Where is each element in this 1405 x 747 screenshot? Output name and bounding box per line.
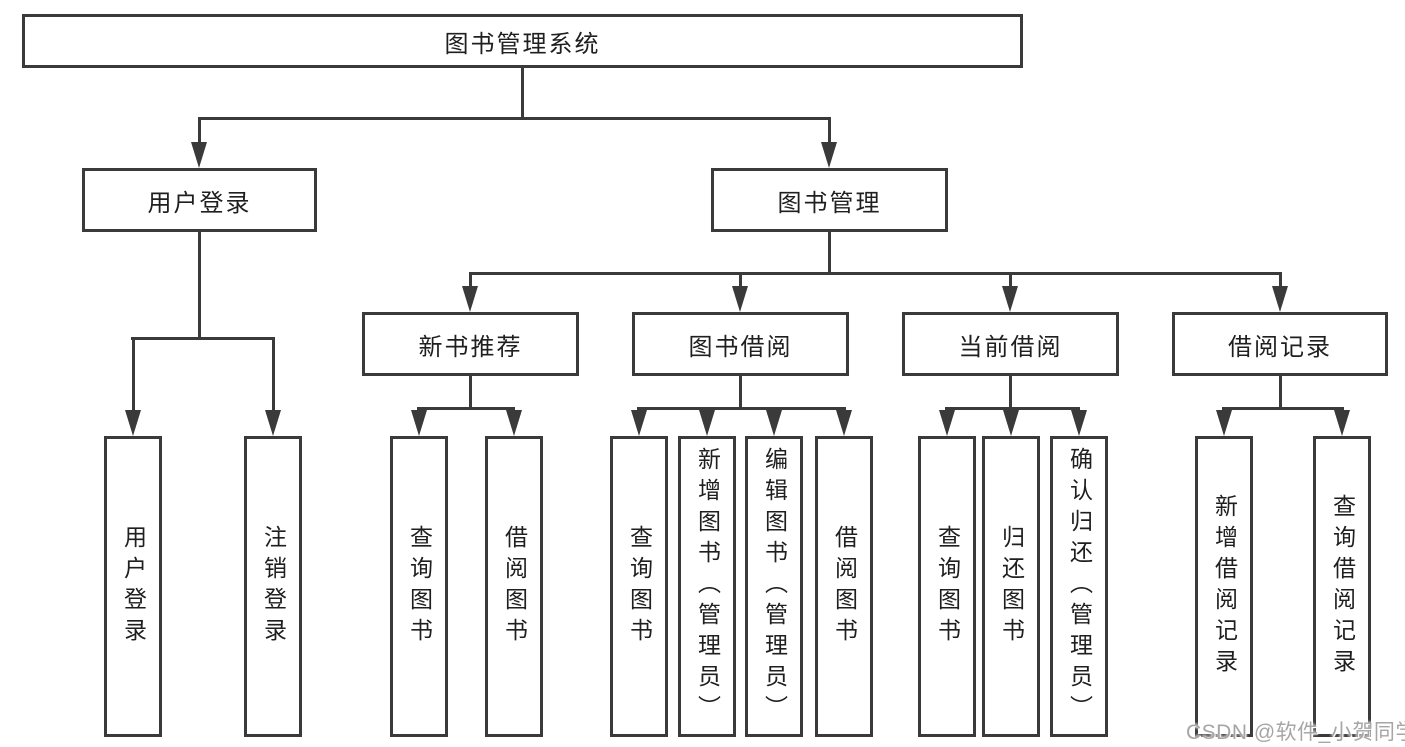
down-arrow-icon: [631, 410, 647, 436]
connector-root-drop: [521, 68, 524, 117]
leaf-query-borrow-record: 查询借阅记录: [1313, 436, 1371, 737]
leaf-add-book-admin: 新增图书（管理员）: [678, 436, 736, 737]
down-arrow-icon: [191, 142, 207, 168]
down-arrow-icon: [265, 410, 281, 436]
connector-user-login-drop: [198, 232, 201, 337]
down-arrow-icon: [821, 142, 837, 168]
connector-to-leaf-user-login: [132, 337, 135, 414]
node-current-borrowing: 当前借阅: [902, 312, 1119, 376]
connector-to-current-borrowing: [1009, 272, 1012, 288]
leaf-query-books-current: 查询图书: [918, 436, 976, 737]
connector-to-book-management: [828, 117, 831, 144]
down-arrow-icon: [732, 286, 748, 312]
connector-to-leaf-logout: [272, 337, 275, 414]
down-arrow-icon: [462, 286, 478, 312]
down-arrow-icon: [411, 410, 427, 436]
leaf-edit-book-admin: 编辑图书（管理员）: [745, 436, 803, 737]
down-arrow-icon: [939, 410, 955, 436]
leaf-borrow-books-borrowing: 借阅图书: [815, 436, 873, 737]
down-arrow-icon: [1334, 410, 1350, 436]
down-arrow-icon: [125, 410, 141, 436]
down-arrow-icon: [1002, 286, 1018, 312]
down-arrow-icon: [1003, 410, 1019, 436]
leaf-logout: 注销登录: [244, 436, 302, 737]
down-arrow-icon: [506, 410, 522, 436]
connector-current-borrowing-split: [945, 407, 1080, 410]
connector-borrowing-records-drop: [1279, 375, 1282, 407]
node-root: 图书管理系统: [22, 14, 1023, 68]
csdn-watermark: CSDN @软件_小贺同学: [1186, 721, 1405, 744]
node-user-login: 用户登录: [82, 168, 317, 232]
leaf-borrow-books-recommend: 借阅图书: [485, 436, 543, 737]
connector-borrowing-records-split: [1222, 407, 1344, 410]
down-arrow-icon: [1216, 410, 1232, 436]
down-arrow-icon: [1071, 410, 1087, 436]
connector-book-management-drop: [828, 232, 831, 272]
connector-user-login-split: [131, 337, 275, 340]
leaf-query-books-recommend: 查询图书: [390, 436, 448, 737]
connector-to-new-book: [469, 272, 472, 288]
leaf-query-books-borrowing: 查询图书: [610, 436, 668, 737]
leaf-user-login: 用户登录: [104, 436, 162, 737]
down-arrow-icon: [766, 410, 782, 436]
down-arrow-icon: [699, 410, 715, 436]
connector-to-book-borrowing: [739, 272, 742, 288]
connector-level3-split: [469, 272, 1282, 275]
connector-current-borrowing-drop: [1009, 376, 1012, 407]
connector-new-book-split: [417, 407, 515, 410]
connector-book-borrowing-split: [637, 407, 846, 410]
node-borrowing-records: 借阅记录: [1172, 312, 1388, 376]
node-book-management: 图书管理: [711, 168, 948, 232]
leaf-return-book: 归还图书: [982, 436, 1040, 737]
connector-to-borrowing-records: [1279, 272, 1282, 288]
connector-new-book-drop: [469, 376, 472, 407]
node-new-book-recommend: 新书推荐: [362, 312, 579, 376]
down-arrow-icon: [1272, 286, 1288, 312]
down-arrow-icon: [836, 410, 852, 436]
node-book-borrowing: 图书借阅: [632, 312, 849, 376]
leaf-add-borrow-record: 新增借阅记录: [1195, 436, 1253, 737]
connector-to-user-login: [198, 117, 201, 144]
connector-book-borrowing-drop: [739, 376, 742, 407]
leaf-confirm-return-admin: 确认归还（管理员）: [1050, 436, 1108, 737]
connector-level2-split: [198, 117, 831, 120]
